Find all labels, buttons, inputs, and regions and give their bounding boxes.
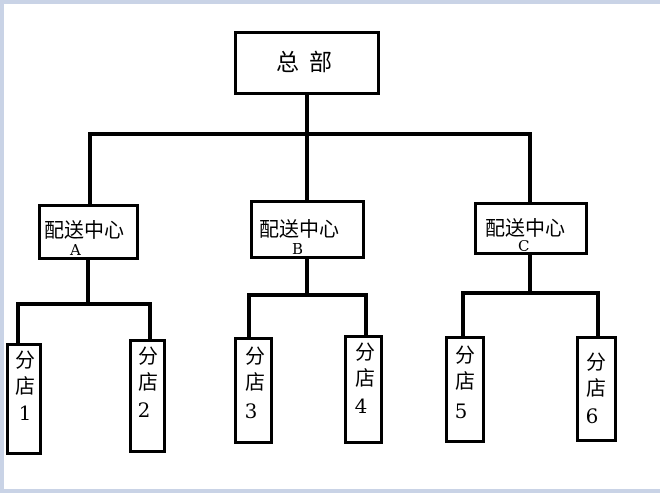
store-4-number: 4 [354, 394, 368, 418]
store-3-number: 3 [244, 399, 258, 423]
distribution-center-b-label: 配送中心 [259, 217, 339, 241]
store-6-label: 分店 [586, 350, 606, 400]
window-frame-bottom [0, 489, 660, 493]
store-6-number: 6 [585, 404, 599, 428]
store-1-number: 1 [18, 401, 32, 425]
distribution-center-a-label: 配送中心 [44, 218, 124, 242]
store-4-box [344, 335, 383, 444]
store-5-number: 5 [454, 399, 468, 423]
store-5-label: 分店 [455, 343, 475, 393]
headquarters-label: 总部 [276, 50, 342, 76]
distribution-center-b-box [250, 200, 365, 259]
distribution-center-c-letter: C [518, 237, 530, 255]
store-2-box [129, 339, 166, 453]
store-2-number: 2 [137, 398, 151, 422]
store-1-label: 分店 [15, 348, 35, 398]
window-frame-top [0, 0, 660, 4]
headquarters-box [234, 31, 380, 95]
store-2-label: 分店 [138, 344, 158, 394]
distribution-center-c-box [474, 202, 588, 255]
store-3-box [234, 337, 273, 444]
store-1-box [6, 343, 42, 455]
distribution-center-a-letter: A [70, 241, 81, 259]
distribution-center-b-letter: B [292, 240, 304, 258]
window-frame-left [0, 0, 4, 493]
store-6-box [576, 336, 617, 442]
store-4-label: 分店 [355, 340, 375, 390]
distribution-center-c-label: 配送中心 [485, 216, 565, 240]
store-5-box [445, 336, 485, 443]
distribution-center-a-box [38, 204, 139, 260]
store-3-label: 分店 [245, 344, 265, 394]
